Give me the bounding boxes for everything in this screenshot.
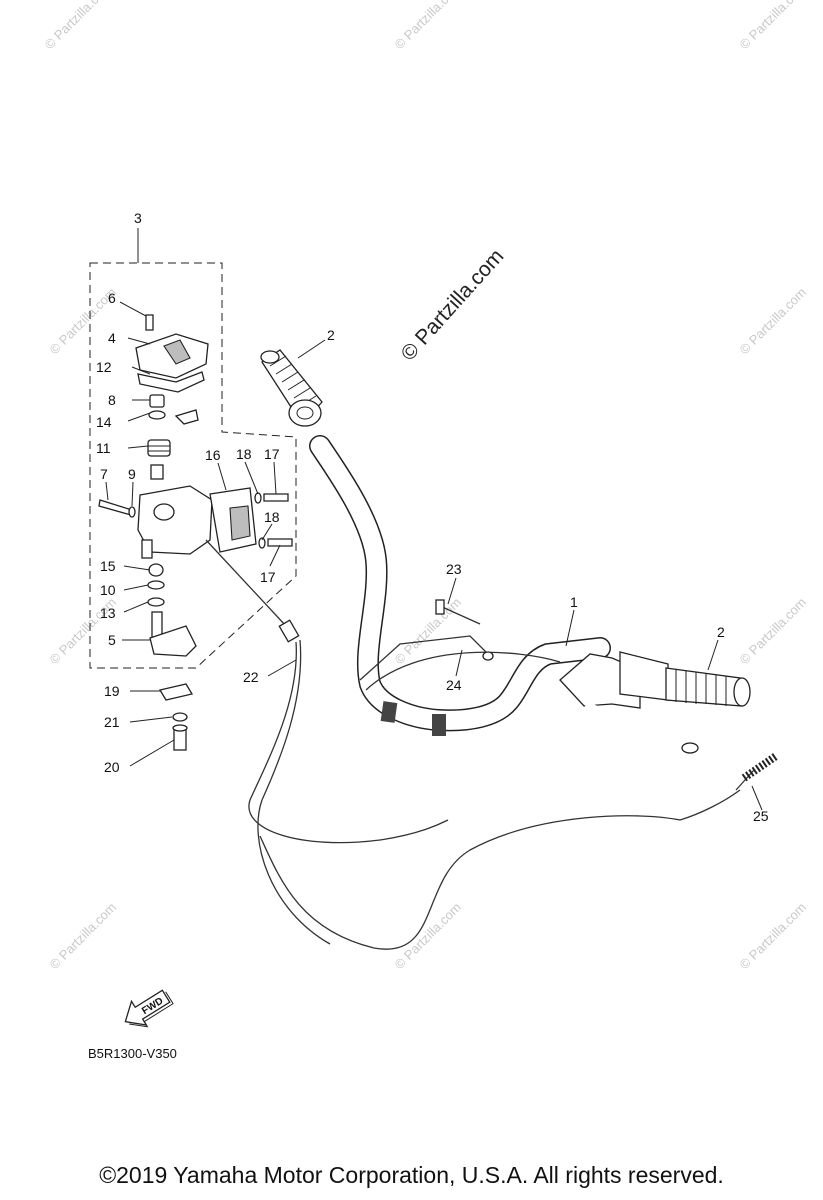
- callout-18: 18: [264, 509, 280, 525]
- callout-18: 18: [236, 446, 252, 462]
- right-grip-lever: [559, 651, 751, 754]
- watermark-text: © Partzilla.com: [392, 0, 465, 52]
- callout-10: 10: [100, 582, 116, 598]
- diagram-code: B5R1300-V350: [88, 1046, 177, 1061]
- watermark-text: © Partzilla.com: [737, 0, 810, 52]
- callout-23: 23: [446, 561, 462, 577]
- copyright-notice: ©2019 Yamaha Motor Corporation, U.S.A. A…: [99, 1162, 724, 1188]
- watermark-text: © Partzilla.com: [392, 900, 465, 973]
- watermark-text: © Partzilla.com: [42, 0, 115, 52]
- callout-5: 5: [108, 632, 116, 648]
- callout-20: 20: [104, 759, 120, 775]
- throttle-housing-parts: [98, 314, 293, 751]
- callout-24: 24: [446, 677, 462, 693]
- callout-4: 4: [108, 330, 116, 346]
- watermark-text: © Partzilla.com: [392, 595, 465, 668]
- fwd-arrow: FWD: [124, 989, 174, 1028]
- left-grip: [260, 349, 323, 427]
- handlebar-band: [380, 701, 398, 723]
- callout-14: 14: [96, 414, 112, 430]
- handlebar: [309, 435, 611, 736]
- callout-2: 2: [717, 624, 725, 640]
- watermark-layer: © Partzilla.com © Partzilla.com © Partzi…: [42, 0, 810, 972]
- callout-8: 8: [108, 392, 116, 408]
- callout-21: 21: [104, 714, 120, 730]
- callout-6: 6: [108, 290, 116, 306]
- callout-15: 15: [100, 558, 116, 574]
- callout-19: 19: [104, 683, 120, 699]
- callout-1: 1: [570, 594, 578, 610]
- handlebar-band: [432, 714, 446, 736]
- callout-22: 22: [243, 669, 259, 685]
- cables: [205, 539, 779, 950]
- callout-17: 17: [260, 569, 276, 585]
- callout-13: 13: [100, 605, 116, 621]
- callout-2: 2: [327, 327, 335, 343]
- watermark-text: © Partzilla.com: [737, 595, 810, 668]
- watermark-text: © Partzilla.com: [47, 900, 120, 973]
- watermark-text: © Partzilla.com: [737, 285, 810, 358]
- callout-16: 16: [205, 447, 221, 463]
- callout-11: 11: [96, 440, 111, 456]
- callout-7: 7: [100, 466, 108, 482]
- assembly-boundary: [89, 262, 297, 669]
- callout-9: 9: [128, 466, 136, 482]
- callout-12: 12: [96, 359, 112, 375]
- callout-3: 3: [134, 210, 142, 226]
- callout-25: 25: [753, 808, 769, 824]
- callout-17: 17: [264, 446, 280, 462]
- callout-labels: 1 2 2 3 4 5 6 7 8 9 10 11 12 13 14 15 16…: [96, 210, 769, 824]
- partzilla-watermark: © Partzilla.com: [397, 245, 509, 366]
- leader-lines: [105, 301, 763, 811]
- watermark-text: © Partzilla.com: [737, 900, 810, 973]
